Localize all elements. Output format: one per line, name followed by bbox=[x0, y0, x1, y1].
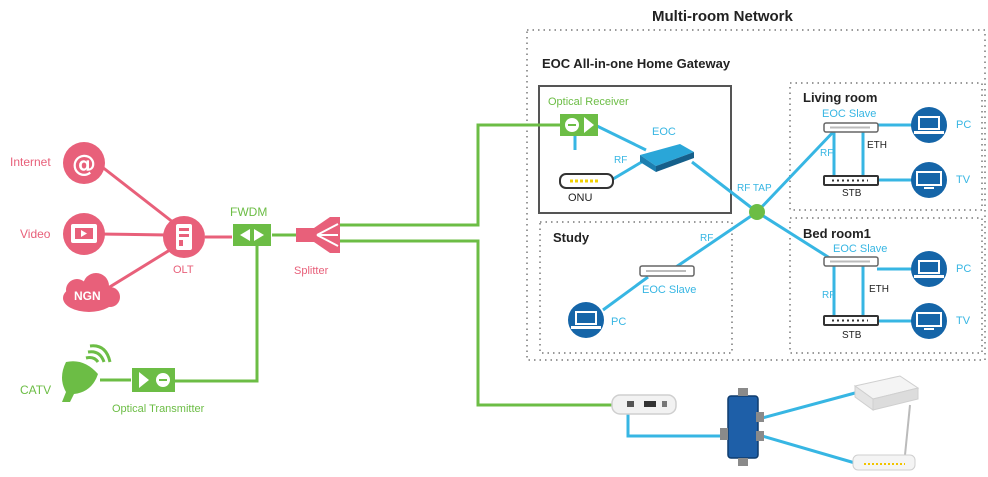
stb-bed-icon bbox=[823, 315, 879, 326]
tv-living-icon bbox=[911, 162, 947, 198]
onu-label: ONU bbox=[568, 192, 593, 204]
eoc-label: EOC bbox=[652, 126, 676, 138]
catv-label: CATV bbox=[20, 383, 52, 397]
multi-room-boundary bbox=[526, 29, 986, 361]
onu-device-icon bbox=[559, 173, 614, 189]
living-rf-label: RF bbox=[820, 148, 834, 159]
rf-tap-node bbox=[749, 204, 765, 220]
bed-room-boundary bbox=[789, 217, 983, 354]
bed-pc-label: PC bbox=[956, 263, 972, 275]
living-stb-label: STB bbox=[842, 188, 862, 199]
living-slave-label: EOC Slave bbox=[822, 108, 877, 120]
splitter-label: Splitter bbox=[294, 265, 329, 277]
bed-eth-label: ETH bbox=[869, 284, 889, 295]
pc-study-icon bbox=[568, 302, 604, 338]
olt-icon bbox=[163, 216, 205, 258]
eoc-slave-bed-icon bbox=[823, 256, 879, 267]
bottom-node-device-icon bbox=[611, 394, 677, 415]
bottom-splitter-icon bbox=[720, 388, 764, 466]
tv-bed-icon bbox=[911, 303, 947, 339]
study-title: Study bbox=[553, 230, 590, 245]
internet-label: Internet bbox=[10, 155, 51, 169]
splitter-icon bbox=[296, 217, 340, 253]
study-pc-label: PC bbox=[611, 316, 627, 328]
video-label: Video bbox=[20, 227, 51, 241]
pc-bed-icon bbox=[911, 251, 947, 287]
bed-rf-label: RF bbox=[822, 290, 836, 301]
olt-label: OLT bbox=[173, 264, 194, 276]
living-pc-label: PC bbox=[956, 119, 972, 131]
optical-transmitter-label: Optical Transmitter bbox=[112, 403, 205, 415]
gateway-box bbox=[538, 85, 732, 214]
living-tv-label: TV bbox=[956, 174, 971, 186]
eoc-slave-living-icon bbox=[823, 122, 879, 133]
video-icon bbox=[63, 213, 105, 255]
bottom-router-icon bbox=[852, 404, 916, 471]
pc-living-icon bbox=[911, 107, 947, 143]
diagram-title: Multi-room Network bbox=[652, 8, 793, 25]
eoc-slave-study-icon bbox=[639, 265, 695, 277]
svg-text:@: @ bbox=[72, 150, 96, 178]
study-boundary bbox=[539, 221, 733, 354]
bed-tv-label: TV bbox=[956, 315, 971, 327]
gateway-rf-label: RF bbox=[614, 155, 628, 166]
bottom-set-top-box-icon bbox=[853, 375, 920, 411]
living-eth-label: ETH bbox=[867, 140, 887, 151]
stb-living-icon bbox=[823, 175, 879, 186]
optical-receiver-label: Optical Receiver bbox=[548, 96, 629, 108]
eoc-master-icon bbox=[640, 144, 694, 172]
optical-receiver-icon bbox=[560, 114, 598, 136]
ngn-cloud-icon bbox=[63, 273, 120, 312]
bed-slave-label: EOC Slave bbox=[833, 243, 888, 255]
bed-room-title: Bed room1 bbox=[803, 226, 871, 241]
bed-stb-label: STB bbox=[842, 330, 862, 341]
gateway-title: EOC All-in-one Home Gateway bbox=[542, 56, 731, 71]
fwdm-label: FWDM bbox=[230, 205, 268, 219]
rf-tap-label: RF TAP bbox=[737, 183, 772, 194]
living-room-title: Living room bbox=[803, 90, 878, 105]
optical-transmitter-icon bbox=[132, 368, 175, 392]
internet-icon: @ bbox=[63, 142, 105, 184]
catv-dish-icon bbox=[62, 344, 112, 402]
fwdm-icon bbox=[233, 224, 271, 246]
study-rf-label: RF bbox=[700, 233, 714, 244]
study-slave-label: EOC Slave bbox=[642, 284, 697, 296]
ngn-label: NGN bbox=[74, 289, 101, 303]
